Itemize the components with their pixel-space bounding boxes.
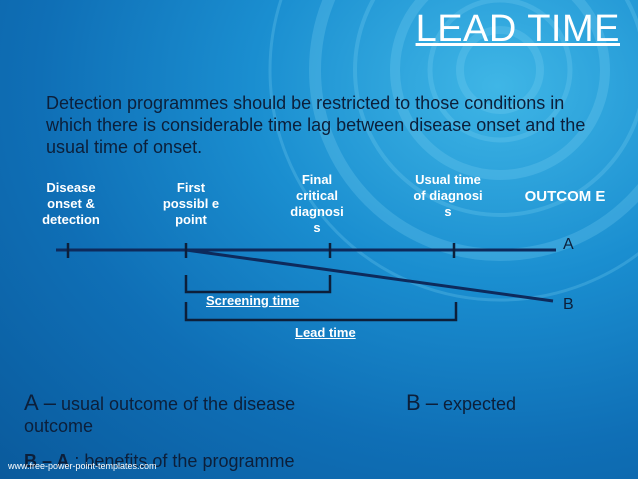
point-label-first-possible: First possibl e point [162, 180, 220, 227]
line-a-label: A [563, 236, 574, 253]
point-label-usual-time: Usual time of diagnosi s [413, 172, 483, 219]
line-b-label: B [563, 296, 574, 313]
legend-ba-key: B – A [24, 451, 70, 471]
point-label-disease-onset: Disease onset & detection [42, 180, 100, 227]
intro-paragraph: Detection programmes should be restricte… [46, 93, 586, 157]
screening-time-label: Screening time [206, 293, 300, 308]
legend-b-key: B [406, 390, 421, 415]
legend-b-text: expected [442, 394, 517, 414]
outcome-label: OUTCOM E [524, 188, 606, 205]
page-title: LEAD TIME [415, 8, 620, 50]
legend-a-key: A [24, 390, 39, 415]
legend-a-text: usual outcome of the disease outcome [24, 394, 296, 436]
lead-time-bracket [184, 302, 458, 322]
legend-b-dash: – [425, 390, 438, 415]
legend-ba: B – A : benefits of the programme [24, 450, 294, 472]
footer-url: www.free-power-point-templates.com [8, 461, 157, 471]
point-label-final-critical: Final critical diagnosi s [290, 172, 344, 235]
lead-time-label: Lead time [295, 325, 356, 340]
line-b [185, 248, 554, 303]
legend-a: A – usual outcome of the disease outcome [24, 392, 364, 437]
legend-a-dash: – [43, 390, 56, 415]
legend-ba-text: : benefits of the programme [74, 451, 295, 471]
legend-b: B – expected [406, 392, 516, 415]
screening-time-bracket [184, 275, 332, 294]
